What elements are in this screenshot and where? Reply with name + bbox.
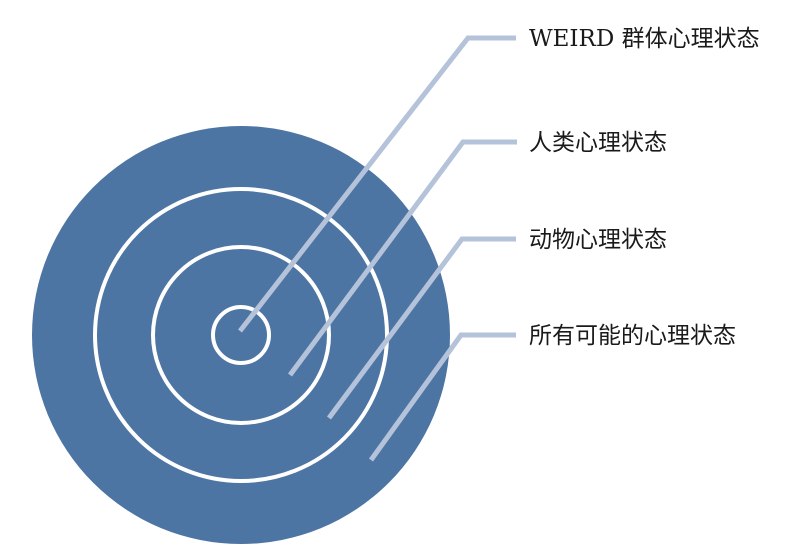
leader-line-human <box>287 139 517 377</box>
ring-weird-mental-states <box>211 305 271 365</box>
ring-human-mental-states <box>151 245 331 425</box>
leader-line-all-possible <box>368 332 516 462</box>
ring-animal-mental-states <box>93 187 389 483</box>
leader-line-weird <box>238 35 516 333</box>
label-animal-mental-states: 动物心理状态 <box>529 227 667 253</box>
label-all-possible-mental-states: 所有可能的心理状态 <box>529 323 736 349</box>
label-human-mental-states: 人类心理状态 <box>529 130 667 156</box>
label-weird-mental-states: WEIRD 群体心理状态 <box>529 26 760 52</box>
leader-line-animal <box>326 236 516 420</box>
